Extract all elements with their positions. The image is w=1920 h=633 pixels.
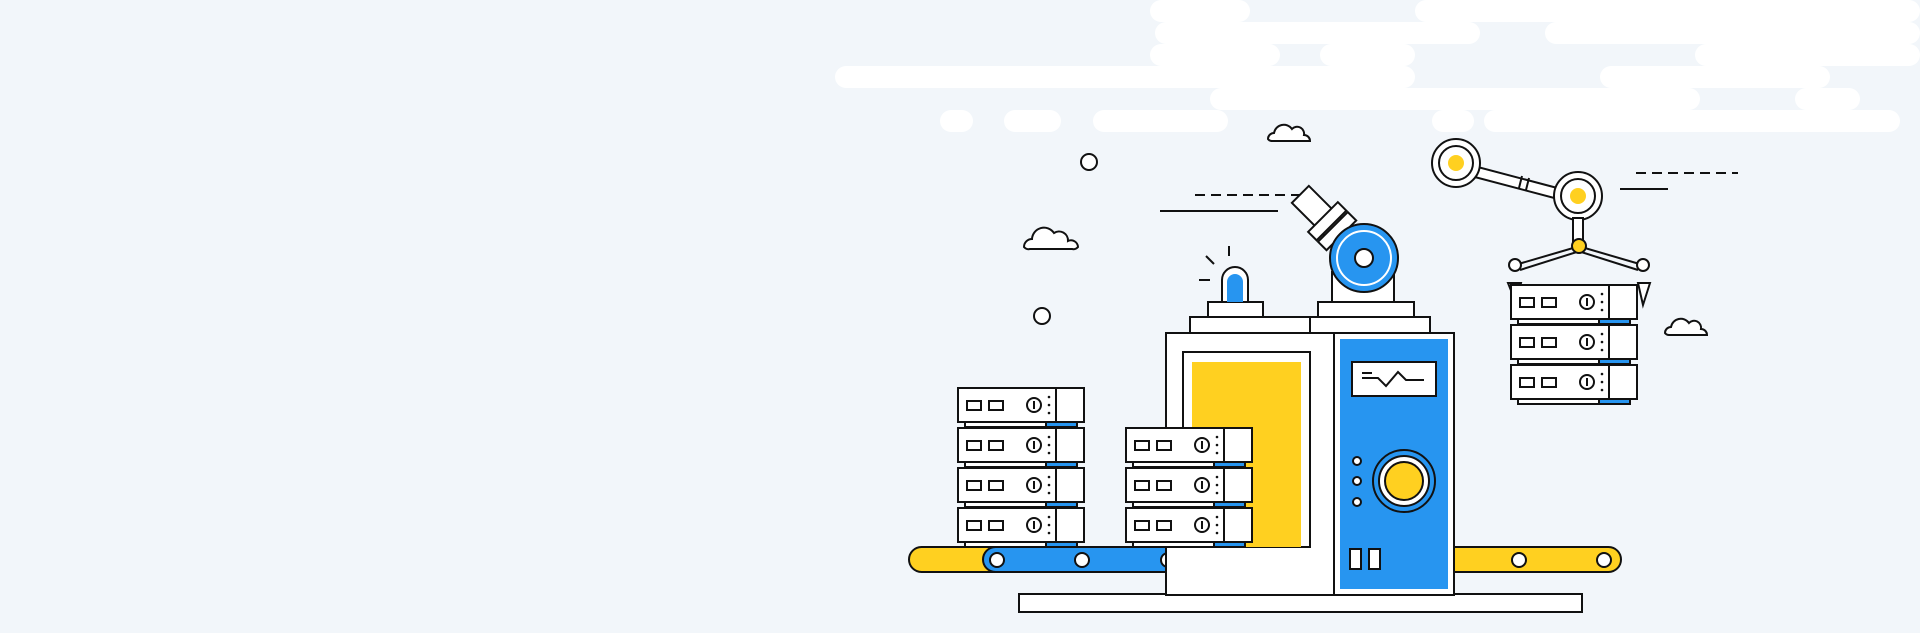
server-rack-icon <box>957 427 1085 468</box>
siren-icon <box>1199 246 1264 318</box>
cloud-outlines <box>1022 123 1709 336</box>
cloud-icon <box>1022 226 1080 251</box>
server-rack-icon <box>957 467 1085 508</box>
server-rack-icon <box>957 387 1085 428</box>
cloud-icon <box>1266 123 1312 142</box>
server-rack-icon <box>1510 324 1638 365</box>
pulse-monitor-icon <box>1351 361 1437 397</box>
server-rack-stacks <box>957 284 1638 548</box>
server-rack-icon <box>1510 284 1638 325</box>
robot-arm-icon <box>1290 138 1652 318</box>
wind-lines <box>1160 172 1738 212</box>
floor-base <box>1018 593 1583 613</box>
server-rack-icon <box>1125 427 1253 468</box>
server-rack-icon <box>957 507 1085 548</box>
sky-decor <box>1033 153 1098 325</box>
server-rack-icon <box>1125 467 1253 508</box>
server-rack-icon <box>1125 507 1253 548</box>
sky-cloud-bands <box>835 0 1920 132</box>
power-button-icon <box>1372 449 1436 513</box>
server-rack-icon <box>1510 364 1638 405</box>
cloud-icon <box>1663 317 1709 336</box>
